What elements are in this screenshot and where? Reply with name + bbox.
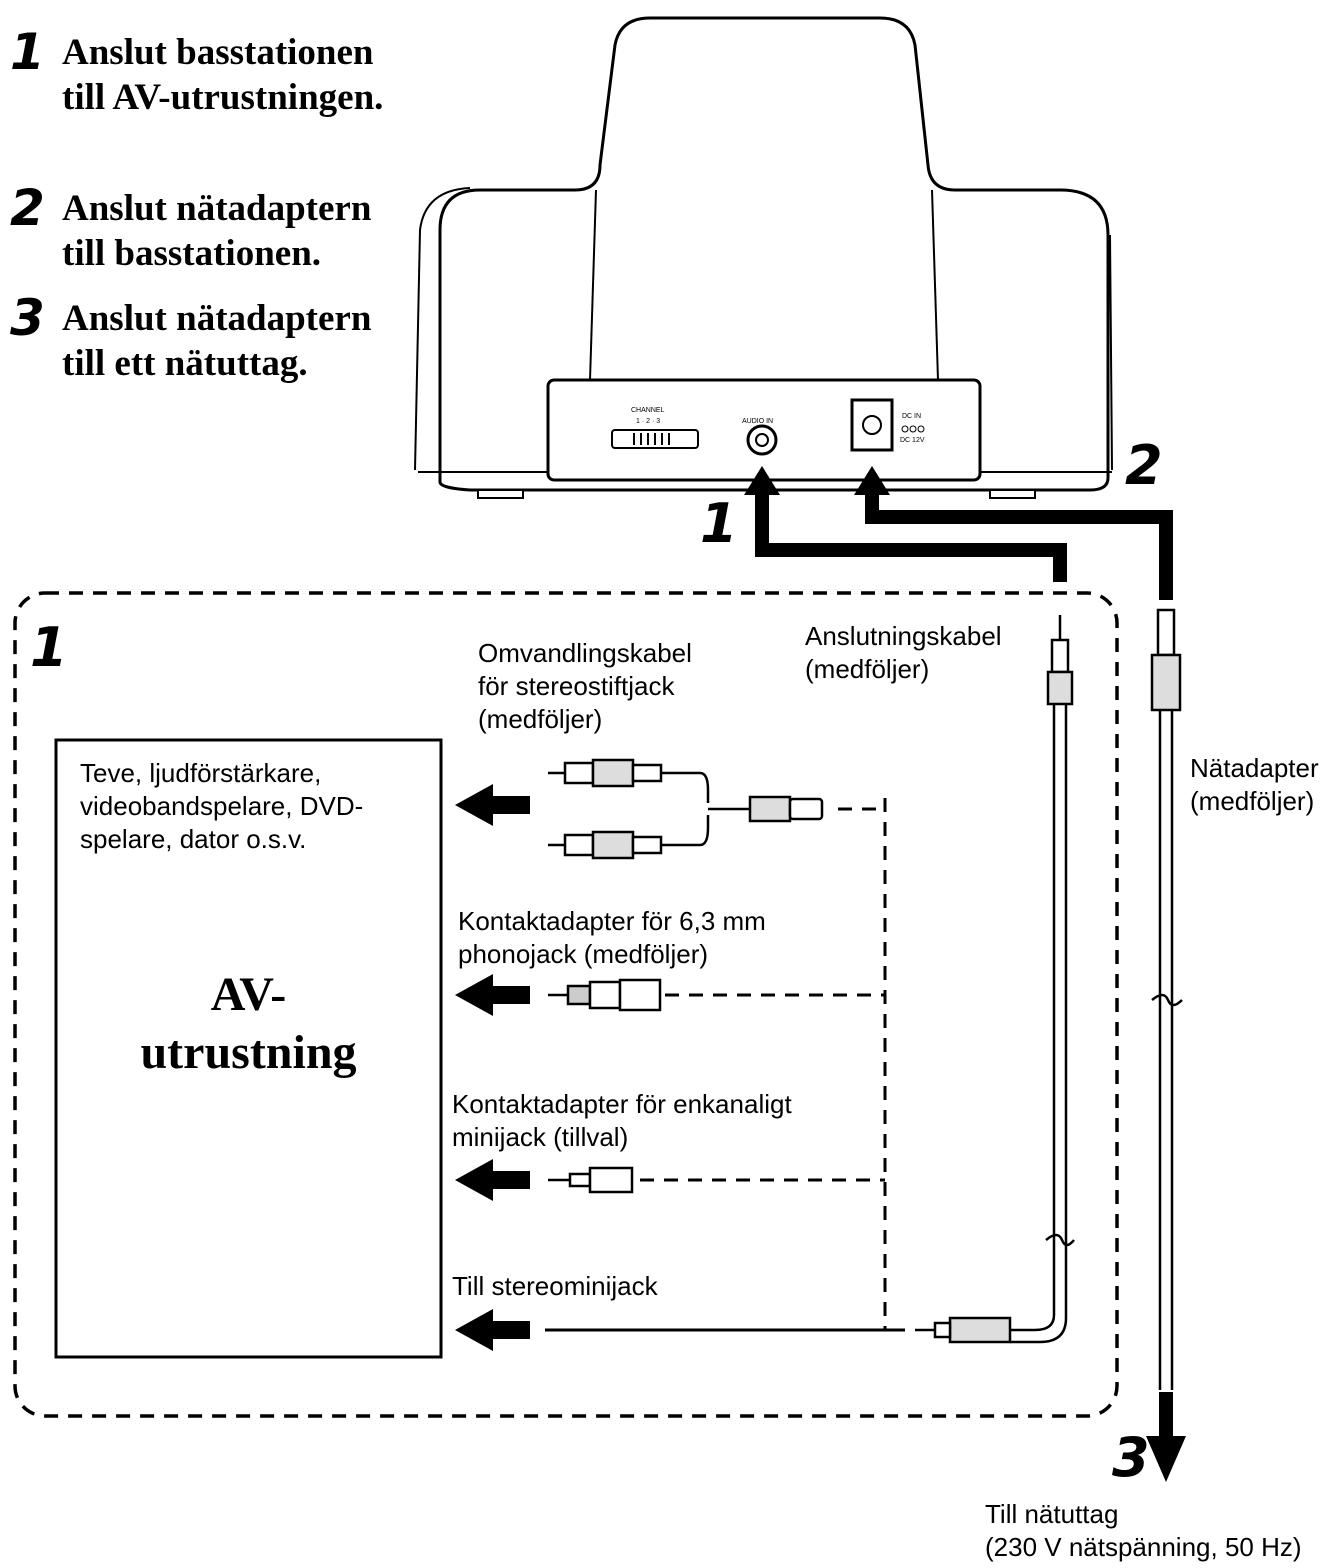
channel-positions: 1 · 2 · 3: [636, 418, 660, 425]
label-mono-adapter: Kontaktadapter för enkanaligt minijack (…: [452, 1089, 792, 1152]
label-rca-cable: Omvandlingskabel för stereostiftjack (me…: [478, 638, 692, 734]
ac-adapter-cable: [1150, 608, 1183, 1390]
connection-cable: [915, 615, 1075, 1344]
arrow-left-stereo: [455, 1309, 530, 1351]
stand-inner-left: [589, 189, 597, 381]
label-av-devices: Teve, ljudförstärkare, videobandspelare,…: [80, 758, 364, 854]
dashed-enclosure: [13, 591, 1119, 1418]
foot-right: [989, 489, 1036, 499]
arrow-left-phono: [455, 974, 530, 1016]
channel-label: CHANNEL: [631, 407, 665, 414]
dc-in-jack-hole: [862, 415, 882, 435]
mono-adapter: [548, 1166, 634, 1194]
base-station-top-edge: [414, 187, 1113, 471]
label-ac-adapter: Nätadapter (medföljer): [1190, 753, 1319, 816]
phono-adapter: [548, 978, 662, 1012]
av-equipment-box: [54, 738, 443, 1359]
arrow-left-rca: [455, 784, 530, 826]
step-1-text: Anslut basstationen till AV-utrustningen…: [62, 32, 384, 118]
label-stereo-mini: Till stereominijack: [452, 1271, 658, 1301]
step-1-number: 1: [10, 23, 45, 81]
audio-in-jack-hole: [755, 433, 769, 447]
label-av-equipment: AV- utrustning: [140, 968, 357, 1079]
base-station-body: [438, 16, 1110, 492]
label-outlet: Till nätuttag (230 V nätspänning, 50 Hz): [985, 1499, 1302, 1562]
channel-switch-ridges: [633, 433, 670, 445]
dashed-connectors: [640, 798, 887, 1330]
marker-box-1: 1: [30, 616, 68, 679]
arrow-head-dc-in: [854, 466, 890, 495]
step-3-text: Anslut nätadaptern till ett nätuttag.: [62, 298, 372, 384]
audio-in-label: AUDIO IN: [742, 418, 773, 425]
arrow-left-mono: [455, 1159, 530, 1201]
marker-arrow-2: 2: [1125, 434, 1163, 497]
foot-left: [477, 489, 524, 499]
rca-cable: [548, 758, 824, 860]
marker-outlet-3: 3: [1112, 1426, 1150, 1489]
marker-arrow-1: 1: [700, 492, 738, 555]
stand-inner-right: [931, 189, 939, 381]
label-phono-adapter: Kontaktadapter för 6,3 mm phonojack (med…: [458, 906, 766, 969]
arrow-to-audio-in: [755, 490, 1067, 582]
step-3-number: 3: [10, 289, 45, 347]
step-2-text: Anslut nätadaptern till basstationen.: [62, 188, 372, 274]
step-2-number: 2: [10, 179, 45, 237]
arrow-head-audio-in: [744, 466, 780, 495]
outlet-arrow-head: [1146, 1436, 1186, 1482]
label-connection-cable: Anslutningskabel (medföljer): [805, 621, 1002, 684]
dc-voltage-label: DC 12V: [900, 437, 925, 444]
dc-polarity-icon: [901, 425, 925, 433]
left-arrows: [455, 784, 530, 1351]
dc-in-label: DC IN: [902, 413, 921, 420]
arrow-to-dc-in: [865, 490, 1173, 600]
